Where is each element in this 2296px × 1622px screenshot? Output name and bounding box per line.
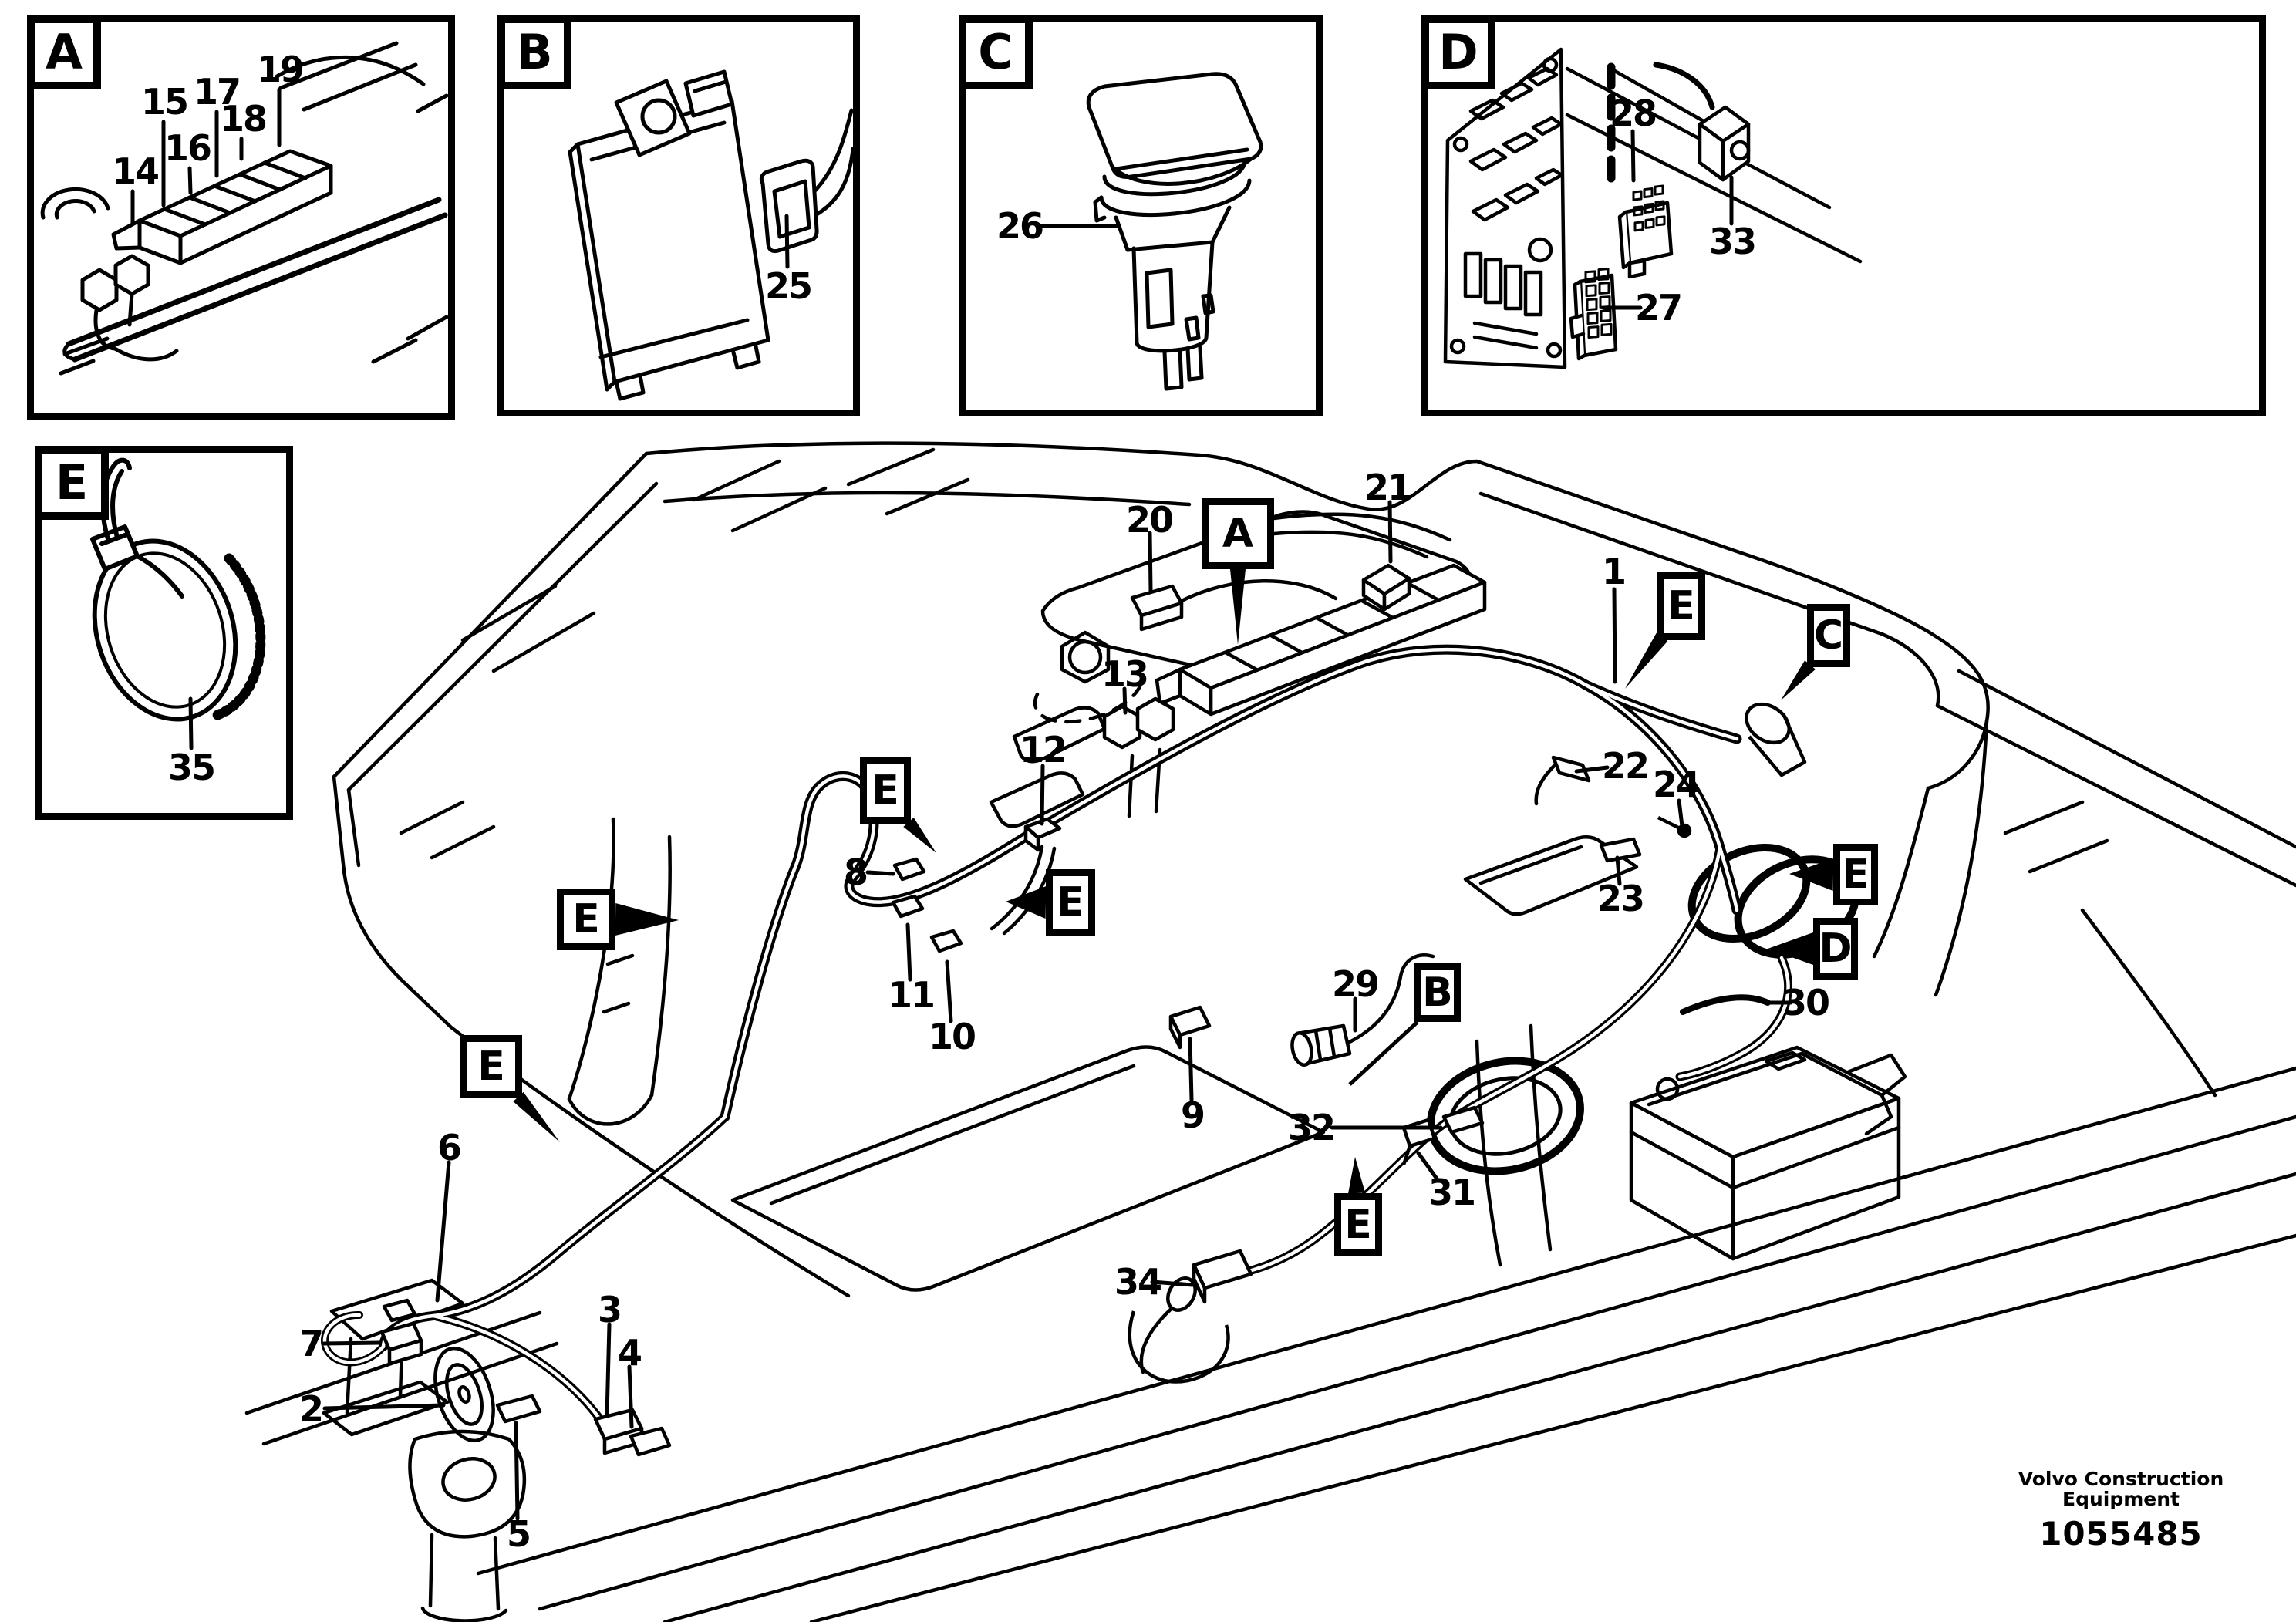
callout-number-18: 18 (219, 98, 268, 140)
view-marker-e-8: E (860, 757, 911, 824)
view-marker-e-10: E (460, 1035, 522, 1098)
callout-number-27: 27 (1634, 287, 1683, 329)
detail-inset-b: B (497, 15, 860, 416)
view-marker-e-7: E (1046, 869, 1095, 936)
brand-name-line2: Equipment (2062, 1488, 2180, 1511)
callout-number-6: 6 (437, 1127, 462, 1168)
inset-letter-a: A (27, 15, 101, 89)
callout-number-32: 32 (1287, 1107, 1336, 1148)
document-number: 1055485 (2039, 1514, 2203, 1553)
callout-number-16: 16 (164, 127, 212, 169)
callout-number-17: 17 (193, 71, 241, 113)
callout-number-33: 33 (1708, 221, 1757, 262)
inset-letter-c: C (959, 15, 1033, 89)
callout-number-3: 3 (597, 1289, 622, 1330)
callout-number-1: 1 (1601, 551, 1627, 592)
inset-letter-b: B (497, 15, 571, 89)
callout-number-14: 14 (111, 150, 160, 192)
callout-number-34: 34 (1114, 1261, 1162, 1303)
view-marker-e-9: E (557, 889, 615, 950)
detail-inset-e: E (35, 446, 293, 820)
callout-number-12: 12 (1019, 729, 1067, 771)
callout-number-7: 7 (298, 1323, 324, 1364)
callout-number-15: 15 (140, 81, 189, 123)
callout-number-25: 25 (764, 265, 813, 307)
fuse-strip-and-connectors (379, 563, 1807, 1457)
callout-number-26: 26 (996, 205, 1044, 247)
callout-number-4: 4 (617, 1332, 642, 1374)
brand-name-line1: Volvo Construction (2018, 1468, 2224, 1490)
callout-number-13: 13 (1101, 653, 1149, 695)
callout-number-10: 10 (928, 1016, 976, 1057)
inset-letter-d: D (1421, 15, 1495, 89)
view-marker-b-5: B (1414, 963, 1461, 1022)
callout-number-28: 28 (1609, 93, 1657, 134)
view-marker-a-0: A (1202, 498, 1274, 569)
inset-b-art (568, 69, 853, 401)
inset-a-art (40, 41, 448, 376)
footer-block: Volvo Construction Equipment 1055485 (2005, 1468, 2237, 1553)
view-marker-d-4: D (1813, 918, 1858, 980)
callout-number-24: 24 (1652, 764, 1701, 805)
callout-number-21: 21 (1364, 467, 1412, 508)
view-marker-e-1: E (1657, 572, 1705, 640)
detail-inset-a: A (27, 15, 455, 420)
view-marker-c-2: C (1807, 604, 1850, 667)
callout-number-23: 23 (1596, 878, 1645, 919)
view-marker-e-6: E (1334, 1193, 1382, 1256)
callout-number-20: 20 (1125, 499, 1174, 541)
callout-number-2: 2 (298, 1388, 324, 1430)
callout-number-29: 29 (1331, 963, 1380, 1005)
cab-structure (244, 441, 2296, 1622)
inset-c-art (1086, 72, 1263, 391)
callout-number-19: 19 (256, 49, 305, 90)
detail-inset-c: C (959, 15, 1323, 416)
detail-inset-d: D (1421, 15, 2266, 416)
callout-number-35: 35 (167, 747, 216, 788)
callout-number-11: 11 (887, 974, 936, 1016)
callout-number-8: 8 (843, 851, 868, 893)
callout-number-31: 31 (1428, 1172, 1476, 1213)
inset-d-art (1443, 47, 1863, 369)
callout-number-22: 22 (1601, 745, 1650, 787)
callout-number-9: 9 (1180, 1094, 1205, 1136)
callout-number-30: 30 (1782, 982, 1830, 1023)
callout-number-5: 5 (506, 1513, 531, 1555)
inset-letter-e: E (35, 446, 109, 520)
view-marker-e-3: E (1833, 844, 1878, 905)
